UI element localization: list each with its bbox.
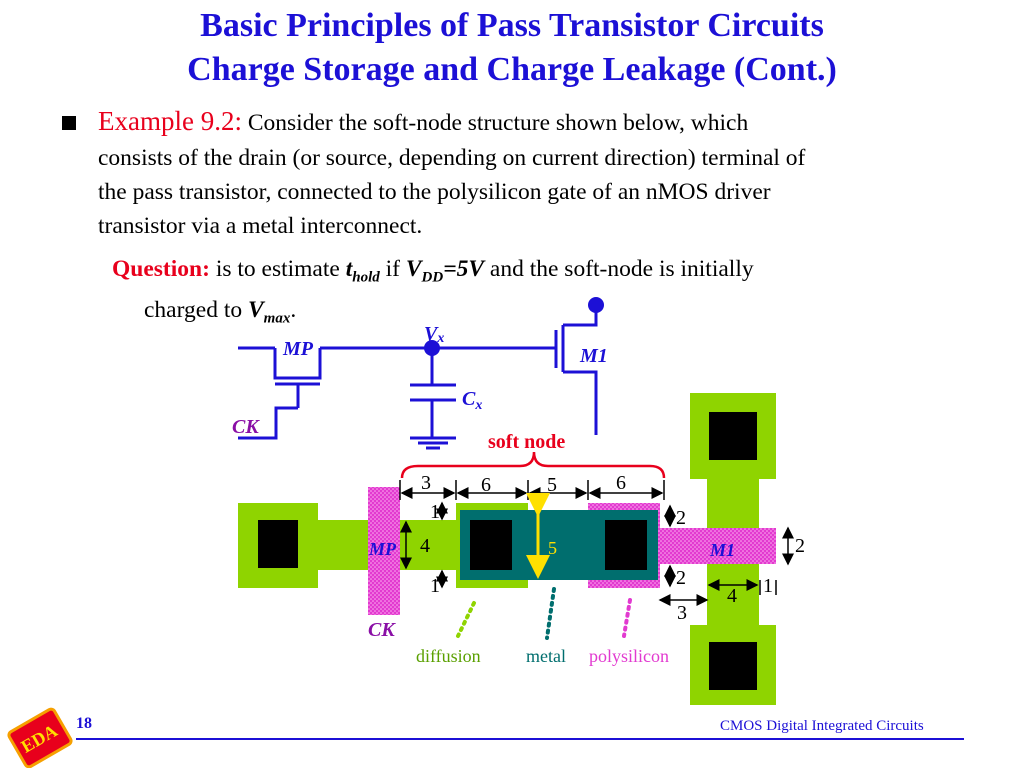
vdd-node-dot <box>588 297 604 313</box>
example-text-3: the pass transistor, connected to the po… <box>98 179 771 205</box>
example-paragraph: Example 9.2: Consider the soft-node stru… <box>98 104 978 140</box>
svg-text:2: 2 <box>676 507 686 529</box>
contact-poly <box>605 520 647 570</box>
poly-m1-gate <box>658 528 776 564</box>
svg-text:5: 5 <box>547 474 557 496</box>
question-text-2: if <box>379 256 406 282</box>
example-text-2: consists of the drain (or source, depend… <box>98 145 806 171</box>
soft-node-label: soft node <box>488 431 565 453</box>
diffusion-channel-left <box>315 520 370 570</box>
svg-text:2: 2 <box>795 535 805 557</box>
svg-text:2: 2 <box>676 567 686 589</box>
schematic <box>238 305 598 450</box>
question-block: Question: is to estimate thold if VDD=5V… <box>112 256 754 327</box>
eda-logo-icon: EDA <box>7 707 73 768</box>
poly-mp-gate <box>368 487 400 615</box>
schematic-cx-label: Cx <box>462 388 482 413</box>
polysilicon-leader <box>622 598 632 638</box>
question-text-4: charged to <box>144 296 248 323</box>
vx-node-dot <box>424 340 440 356</box>
contact-left <box>258 520 298 568</box>
soft-node-layout <box>238 393 776 705</box>
layout-mp-label: MP <box>368 539 397 559</box>
contact-m1-top <box>709 412 757 460</box>
metal-leader <box>545 587 556 640</box>
page-number: 18 <box>76 715 92 732</box>
layout-m1-label: M1 <box>709 540 735 560</box>
question-label: Question: <box>112 256 210 282</box>
t-hold-symbol: thold <box>345 256 380 286</box>
schematic-ck-label: CK <box>232 416 260 438</box>
example-text-1: Consider the soft-node structure shown b… <box>241 110 749 136</box>
metal-width-label: 5 <box>548 538 557 558</box>
svg-text:3: 3 <box>677 602 687 624</box>
svg-text:6: 6 <box>616 472 626 494</box>
contact-drain <box>470 520 512 570</box>
legend-polysilicon: polysilicon <box>589 646 669 666</box>
svg-text:6: 6 <box>481 474 491 496</box>
soft-node-brace <box>400 451 666 479</box>
diffusion-leader <box>456 601 476 638</box>
svg-text:3: 3 <box>421 472 431 494</box>
example-label: Example 9.2: <box>98 106 242 136</box>
footer-divider <box>76 738 964 740</box>
vdd-symbol: VDD=5V <box>405 256 485 286</box>
schematic-mp-label: MP <box>282 338 314 360</box>
svg-text:1: 1 <box>763 575 773 597</box>
contact-m1-bottom <box>709 642 757 690</box>
bullet-square-icon <box>62 116 76 130</box>
course-title: CMOS Digital Integrated Circuits <box>720 718 924 734</box>
dimension-labels: 3 6 5 6 1 4 1 2 2 2 4 1 3 <box>420 472 805 624</box>
svg-text:1: 1 <box>430 575 440 597</box>
slide-title-line-2: Charge Storage and Charge Leakage (Cont.… <box>187 51 837 88</box>
legend-metal: metal <box>526 646 566 666</box>
question-text-3: and the soft-node is initially <box>484 256 754 282</box>
schematic-vx-label: Vx <box>424 323 444 346</box>
schematic-m1-label: M1 <box>579 345 608 367</box>
legend-diffusion: diffusion <box>416 646 481 666</box>
svg-text:1: 1 <box>430 501 440 523</box>
example-text-4: transistor via a metal interconnect. <box>98 213 423 239</box>
svg-text:4: 4 <box>727 585 737 607</box>
slide-title-line-1: Basic Principles of Pass Transistor Circ… <box>200 7 824 44</box>
layout-ck-label: CK <box>368 619 396 641</box>
vmax-symbol: Vmax <box>247 296 291 327</box>
question-text-1: is to estimate <box>209 256 346 282</box>
svg-text:4: 4 <box>420 535 430 557</box>
